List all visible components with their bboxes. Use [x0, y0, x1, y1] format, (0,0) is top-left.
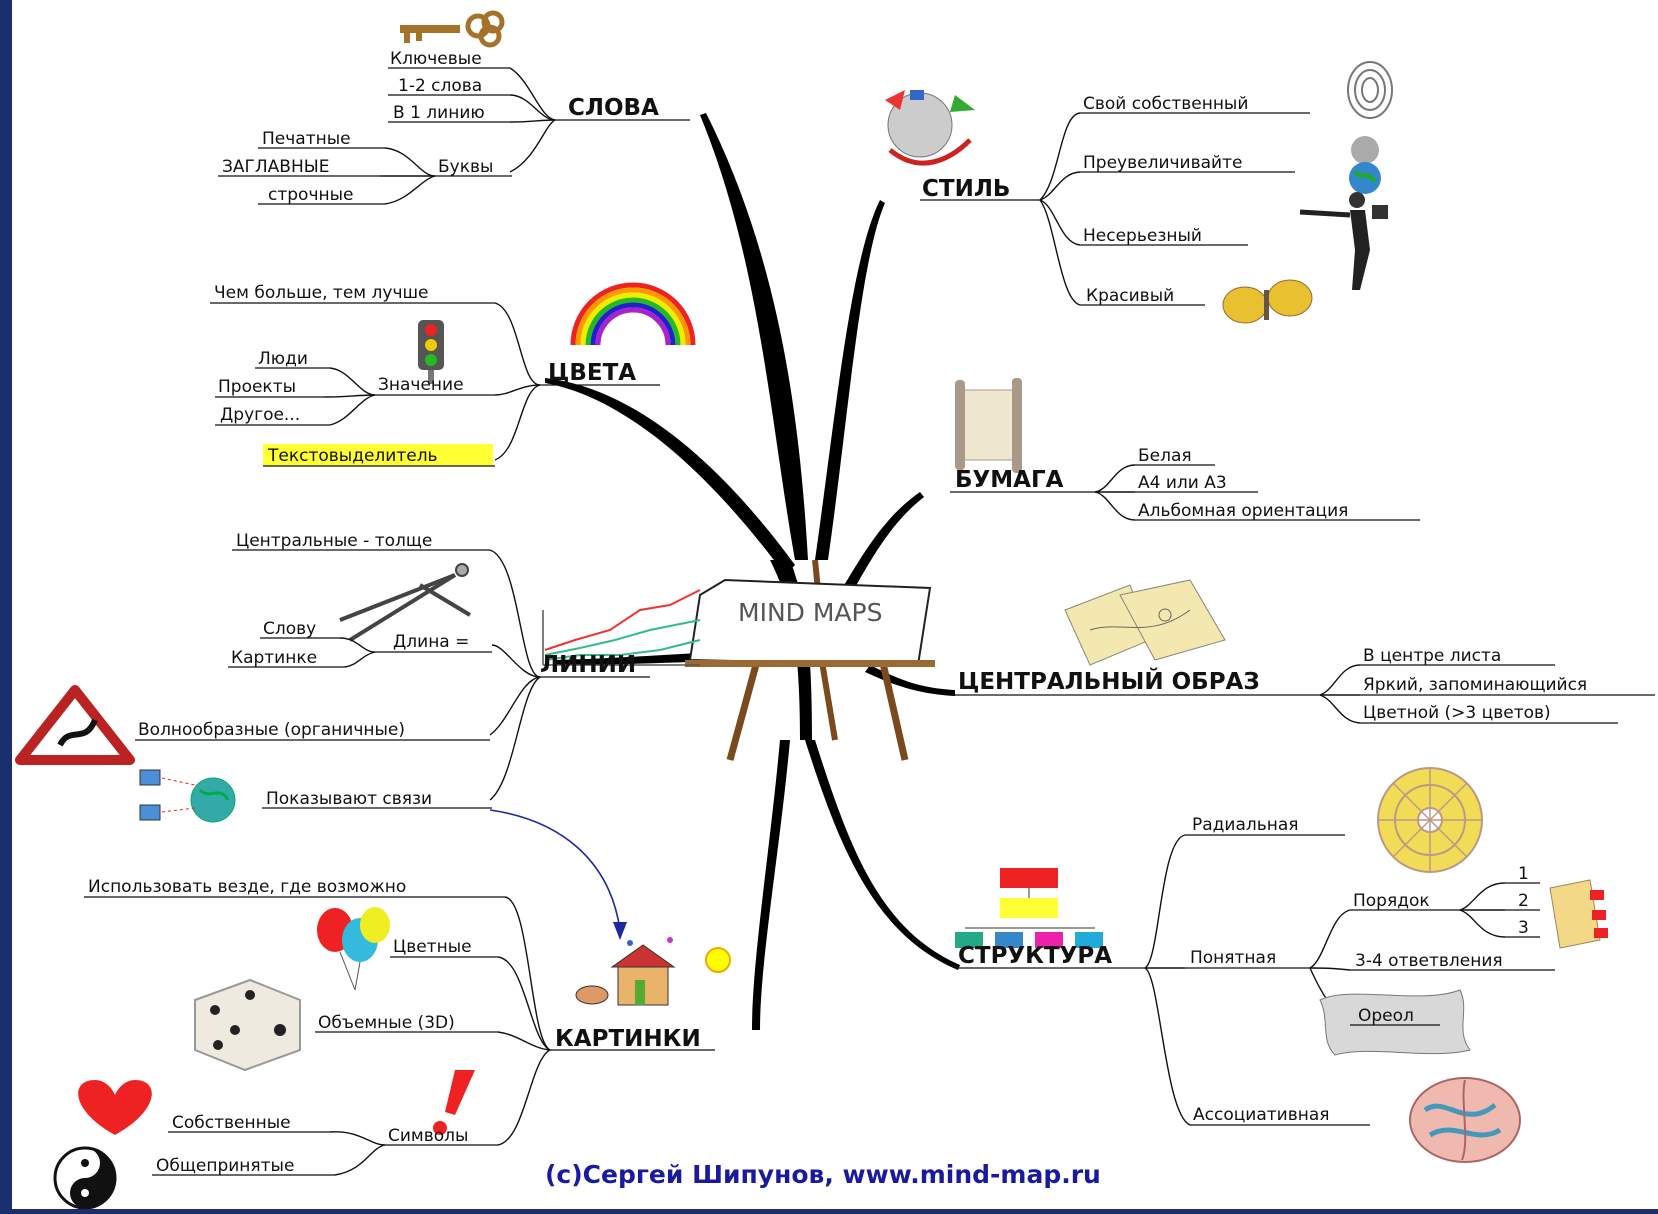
- brain-icon: [1409, 1077, 1521, 1163]
- topic-kartinki: КАРТИНКИ: [555, 1026, 701, 1052]
- leaf-volnoobraznye: Волнообразные (органичные): [138, 720, 405, 740]
- topic-bumaga: БУМАГА: [955, 467, 1064, 493]
- leaf-preuvelichivayte: Преувеличивайте: [1083, 153, 1242, 173]
- leaf-num-2: 2: [1518, 891, 1529, 911]
- branch-kartinki: КАРТИНКИ Использовать везде, где возможн…: [53, 877, 731, 1210]
- leaf-sobstvennye: Собственные: [172, 1113, 291, 1133]
- leaf-obsheprinyatye: Общепринятые: [156, 1156, 294, 1176]
- leaf-krasivyy: Красивый: [1086, 286, 1174, 306]
- leaf-3-4-otvetvleniya: 3-4 ответвления: [1355, 951, 1503, 971]
- scroll-icon: [955, 378, 1022, 473]
- leaf-klyuchevye: Ключевые: [390, 49, 482, 69]
- leaf-pechatnye: Печатные: [262, 129, 351, 149]
- leaf-albomnaya: Альбомная ориентация: [1138, 501, 1348, 521]
- mind-map-canvas: MIND MAPS СЛОВА Ключевые 1-2 слова В 1 л…: [12, 0, 1658, 1210]
- leaf-lyudi: Люди: [258, 349, 308, 369]
- leaf-radialnaya: Радиальная: [1192, 815, 1299, 835]
- highlight-mark: [263, 444, 493, 466]
- network-globe-icon: [139, 769, 236, 823]
- topic-struktura: СТРУКТУРА: [958, 943, 1112, 969]
- branch-slova: СЛОВА Ключевые 1-2 слова В 1 линию Буквы…: [218, 10, 690, 205]
- topic-stil: СТИЛЬ: [922, 176, 1010, 202]
- leaf-obemnye: Объемные (3D): [318, 1013, 455, 1033]
- org-chart-icon: [955, 868, 1103, 948]
- leaf-1-2-slova: 1-2 слова: [398, 76, 482, 96]
- topic-linii: ЛИНИИ: [540, 652, 636, 678]
- leaf-chem-bolshe: Чем больше, тем лучше: [214, 283, 429, 303]
- easel-icon: [685, 559, 935, 761]
- leaf-zaglavnye: ЗАГЛАВНЫЕ: [222, 157, 330, 177]
- leaf-pokazyvayut-svyazi: Показывают связи: [266, 789, 432, 809]
- leaf-tekstovydelitel: Текстовыделитель: [267, 446, 438, 466]
- leaf-proekty: Проекты: [218, 377, 296, 397]
- topic-cveta: ЦВЕТА: [548, 360, 636, 386]
- butterfly-icon: [1222, 279, 1313, 324]
- branch-bumaga: БУМАГА Белая А4 или А3 Альбомная ориента…: [950, 378, 1420, 521]
- leaf-strochnye: строчные: [268, 185, 353, 205]
- leaf-kartinke: Картинке: [231, 648, 317, 668]
- road-sign-icon: [15, 685, 135, 765]
- oreol-shape: [1319, 989, 1471, 1056]
- center-label: MIND MAPS: [738, 598, 882, 627]
- dice-icon: [194, 978, 301, 1072]
- branch-cveta: ЦВЕТА Чем больше, тем лучше Значение Люд…: [210, 282, 696, 467]
- brain-storm-icon: [885, 90, 975, 166]
- branch-struktura: СТРУКТУРА Радиальная Понятная Порядок: [955, 767, 1608, 1163]
- leaf-oreol: Ореол: [1358, 1006, 1414, 1026]
- leaf-yarkiy: Яркий, запоминающийся: [1363, 675, 1587, 695]
- topic-slova: СЛОВА: [568, 95, 659, 121]
- leaf-a4-a3: А4 или А3: [1138, 473, 1227, 493]
- leaf-v-1-liniyu: В 1 линию: [393, 103, 485, 123]
- leaf-belaya: Белая: [1138, 446, 1192, 466]
- copyright-text: (c)Сергей Шипунов, www.mind-map.ru: [545, 1160, 1101, 1189]
- branch-obraz: ЦЕНТРАЛЬНЫЙ ОБРАЗ В центре листа Яркий, …: [955, 579, 1655, 724]
- mind-map: MIND MAPS СЛОВА Ключевые 1-2 слова В 1 л…: [15, 10, 1655, 1210]
- branch-linii: ЛИНИИ Центральные - толще Длина = Слову …: [15, 531, 650, 940]
- rainbow-icon: [570, 282, 696, 346]
- numbered-list-icon: [1549, 879, 1608, 949]
- leaf-znachenie: Значение: [378, 375, 464, 395]
- leaf-num-1: 1: [1518, 864, 1529, 884]
- leaf-num-3: 3: [1518, 918, 1529, 938]
- yin-yang-icon: [53, 1146, 117, 1210]
- topic-obraz: ЦЕНТРАЛЬНЫЙ ОБРАЗ: [958, 667, 1260, 695]
- leaf-associativnaya: Ассоциативная: [1193, 1105, 1330, 1125]
- drawing-icon: [575, 937, 731, 1006]
- heart-icon: [78, 1080, 152, 1135]
- fingerprint-icon: [1347, 61, 1393, 119]
- maps-icon: [1064, 579, 1226, 666]
- leaf-dlina: Длина =: [393, 632, 469, 652]
- leaf-drugoe: Другое...: [220, 405, 300, 425]
- leaf-ispolzovat-vezde: Использовать везде, где возможно: [88, 877, 406, 897]
- key-icon: [400, 10, 505, 48]
- leaf-ponyatnaya: Понятная: [1190, 948, 1276, 968]
- globe-icon: [1349, 136, 1381, 194]
- exclamation-icon: [433, 1070, 475, 1135]
- connection-arrow: [489, 809, 621, 931]
- compass-icon: [339, 563, 472, 642]
- leaf-neseryeznyy: Несерьезный: [1083, 226, 1202, 246]
- line-chart-icon: [542, 589, 701, 666]
- leaf-bukvy: Буквы: [438, 157, 493, 177]
- leaf-svoy-sobstvennyy: Свой собственный: [1083, 94, 1248, 114]
- leaf-simvoly: Символы: [388, 1126, 468, 1146]
- branch-stil: СТИЛЬ Свой собственный Преувеличивайте Н…: [885, 61, 1393, 324]
- leaf-cvetnye: Цветные: [393, 937, 472, 957]
- radial-disc-icon: [1377, 767, 1483, 873]
- balloons-icon: [317, 907, 390, 991]
- traffic-light-icon: [418, 320, 444, 384]
- businessman-icon: [1299, 192, 1388, 290]
- leaf-centralnye-tolshe: Центральные - толще: [236, 531, 432, 551]
- leaf-cvetnoy: Цветной (>3 цветов): [1363, 703, 1551, 723]
- main-branches: [545, 113, 960, 1030]
- leaf-poryadok: Порядок: [1353, 891, 1430, 911]
- leaf-slovu: Слову: [263, 619, 316, 639]
- leaf-v-centre-lista: В центре листа: [1363, 646, 1501, 666]
